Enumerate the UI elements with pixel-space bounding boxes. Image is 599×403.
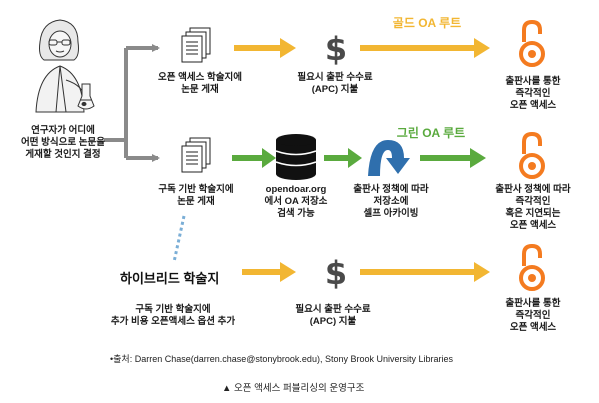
open-access-icon (519, 19, 545, 67)
green-journal-label: 구독 기반 학술지에 논문 게재 (158, 184, 234, 207)
gold-result-label: 출판사를 통한 즉각적인 오픈 액세스 (505, 76, 561, 111)
green-repository-label: opendoar.org 에서 OA 저장소 검색 가능 (264, 184, 328, 219)
green-archive-label: 출판사 정책에 따라 저장소에 셀프 아카이빙 (353, 184, 429, 219)
database-icon (275, 134, 317, 180)
green-result-label: 출판사 정책에 따라 즉각적인 혹은 지연되는 오픈 액세스 (495, 184, 571, 231)
svg-text:$: $ (325, 30, 347, 68)
hybrid-fee-label: 필요시 출판 수수료 (APC) 지불 (295, 304, 371, 327)
researcher-figure-icon (35, 19, 95, 113)
hybrid-journal-label: 구독 기반 학술지에 추가 비용 오픈액세스 옵션 추가 (110, 304, 236, 327)
dollar-icon: $ (325, 254, 347, 292)
gold-fee-label: 필요시 출판 수수료 (APC) 지불 (297, 72, 373, 95)
source-note: •출처: Darren Chase(darren.chase@stonybroo… (110, 354, 453, 364)
svg-text:$: $ (325, 254, 347, 292)
gold-route-title: 골드 OA 루트 (392, 16, 462, 30)
hybrid-title: 하이브리드 학술지 (120, 271, 220, 286)
green-route-title: 그린 OA 루트 (396, 126, 466, 140)
open-access-icon (519, 131, 545, 179)
dollar-icon: $ (325, 30, 347, 68)
self-archive-arrow-icon (368, 140, 410, 176)
researcher-label: 연구자가 어디에 어떤 방식으로 논문을 게재할 것인지 결정 (21, 125, 105, 160)
open-access-icon (519, 243, 545, 291)
document-stack-icon (181, 137, 211, 173)
hybrid-result-label: 출판사를 통한 즉각적인 오픈 액세스 (505, 298, 561, 333)
figure-caption: ▲ 오픈 액세스 퍼블리싱의 운영구조 (222, 383, 365, 394)
gold-journal-label: 오픈 액세스 학술지에 논문 게재 (158, 72, 242, 95)
document-stack-icon (181, 27, 211, 63)
